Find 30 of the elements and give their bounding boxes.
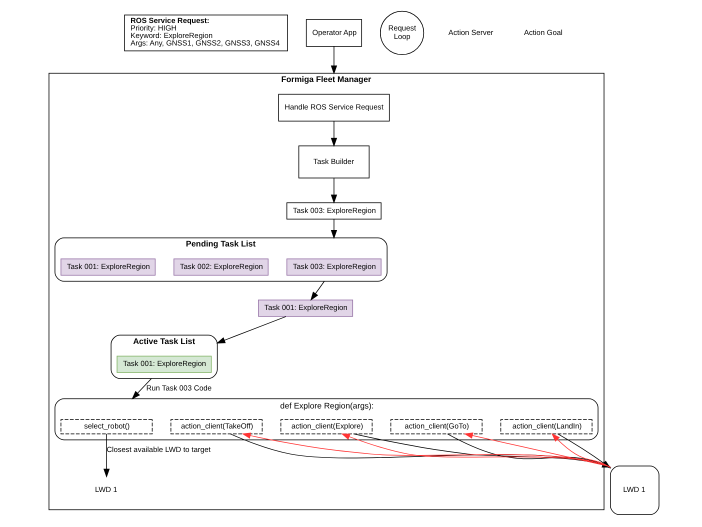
arrow [103, 434, 110, 478]
node-box: Task 003: ExploreRegion [286, 202, 382, 220]
node-text: LWD 1 [94, 485, 118, 494]
label: Action Server [448, 28, 494, 37]
node-box: LWD 1 [610, 466, 660, 516]
arrow [310, 280, 325, 301]
node-box: action_client(GoTo) [390, 419, 482, 434]
arrow [330, 120, 338, 147]
node-box: Task 003: ExploreRegion [286, 258, 382, 276]
node-box: action_client(TakeOff) [170, 419, 263, 434]
label: Action Goal [524, 28, 563, 37]
node-box: action_client(Explore) [280, 419, 372, 434]
node-box: ROS Service Request: Priority: HIGH Keyword: ExploreRegion Args: Any, GNSS1, GNSS2, GNSS3, GNSS4 [124, 14, 288, 52]
node-box: select_robot() [60, 419, 153, 434]
node-box: Task 002: ExploreRegion [174, 258, 269, 276]
node-box: Handle ROS Service Request [278, 94, 390, 122]
node-box: Task Builder [298, 146, 370, 178]
node-box: Task 001: ExploreRegion [60, 258, 156, 276]
edge-label: Run Task 003 Code [146, 383, 212, 392]
arrow [216, 316, 286, 344]
node-box: Operator App [306, 19, 362, 47]
arrow [330, 178, 338, 204]
arrow [330, 46, 338, 74]
arrow [330, 218, 338, 240]
node-box: Task 001: ExploreRegion [258, 300, 354, 317]
edge-label: Closest available LWD to target [106, 444, 211, 454]
node-circle: Request Loop [380, 10, 424, 55]
node-box: action_client(LandIn) [500, 419, 592, 434]
node-box: Task 001: ExploreRegion [116, 356, 212, 373]
arrow [132, 378, 152, 400]
